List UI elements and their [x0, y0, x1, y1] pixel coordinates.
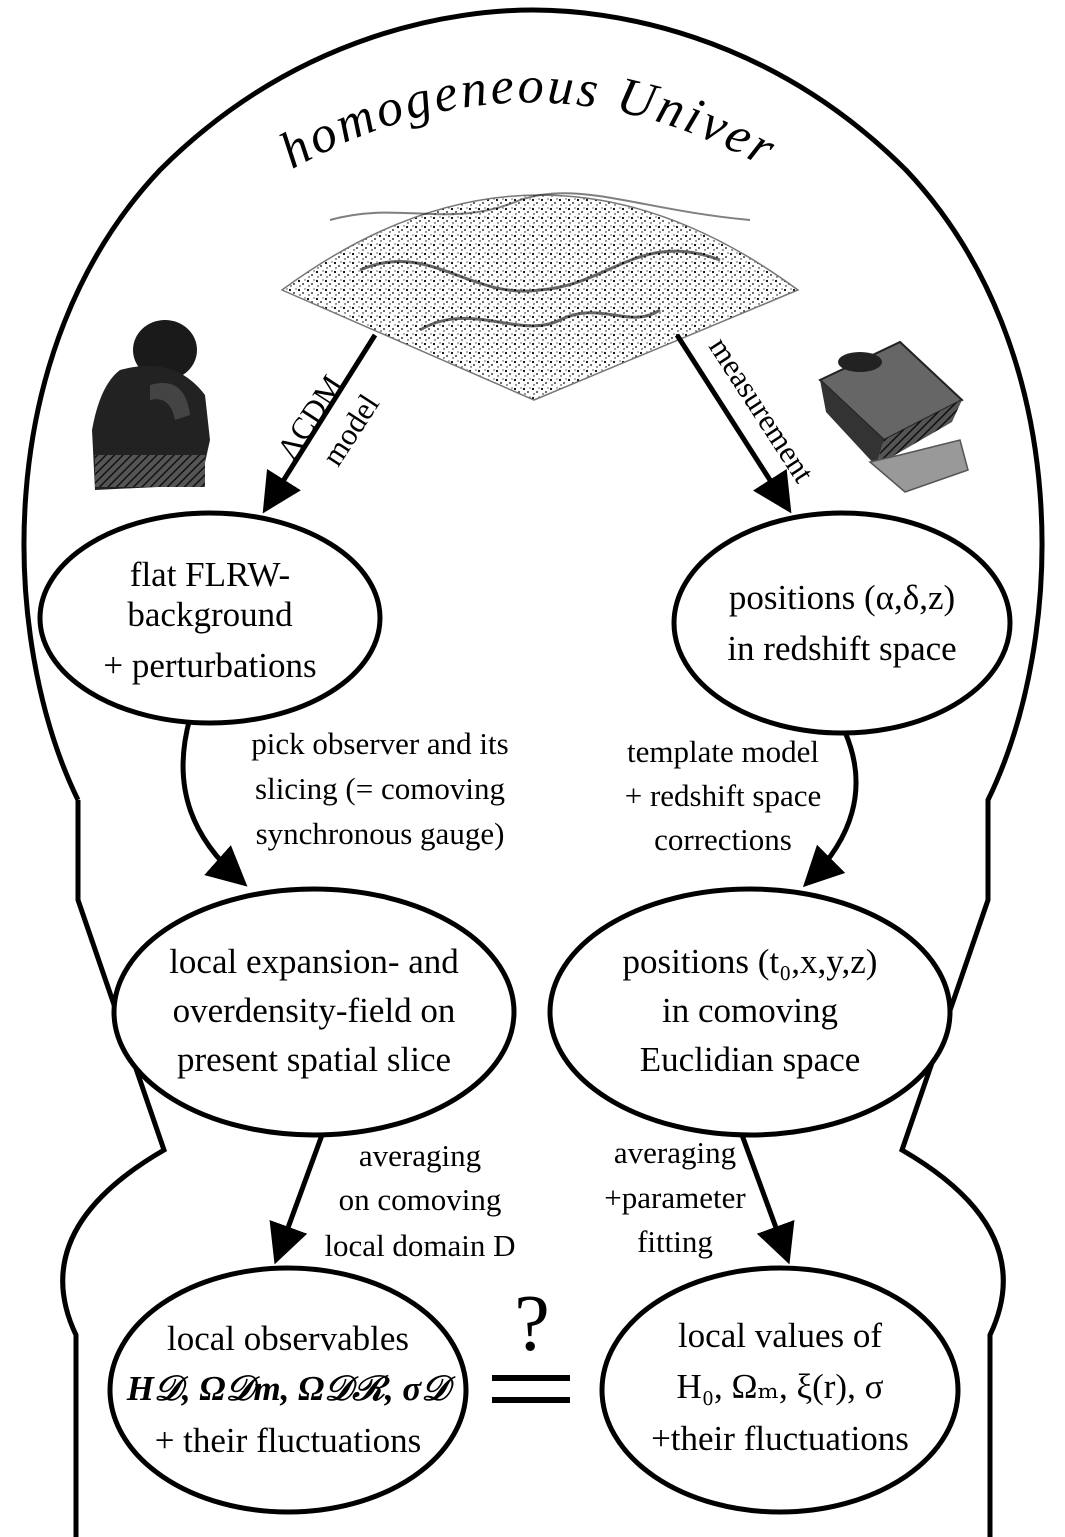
node-values-line1: local values of [678, 1316, 882, 1355]
node-flrw-line2: background [127, 595, 293, 634]
node-local-values: local values of H₀, Ωₘ, ξ(r), σ +their f… [599, 1265, 961, 1515]
node-local-field: local expansion- and overdensity-field o… [111, 886, 517, 1138]
template-model-line2: + redshift space [625, 778, 822, 813]
averaging-right-line2: +parameter [604, 1180, 746, 1215]
arrows [180, 333, 859, 1265]
arrow-measurement [674, 333, 792, 514]
node-observables-line2: H𝒟, Ω𝒟m, Ω𝒟ℛ, σ𝒟 [126, 1369, 457, 1408]
node-comoving-line1: positions (t₀,x,y,z) [623, 942, 878, 981]
node-flrw-line1: flat FLRW- [130, 555, 290, 594]
node-local-field-line1: local expansion- and [169, 942, 459, 981]
galaxy-survey-wedge-icon [280, 192, 800, 401]
node-local-observables: local observables H𝒟, Ω𝒟m, Ω𝒟ℛ, σ𝒟 + the… [107, 1265, 469, 1515]
edge-label-averaging-left: averaging on comoving local domain D [324, 1138, 515, 1263]
node-redshift-positions: positions (α,δ,z) in redshift space [671, 510, 1013, 736]
arrow-pick-observer [180, 717, 248, 887]
node-local-field-line2: overdensity-field on [173, 991, 456, 1030]
template-model-line1: template model [627, 734, 819, 769]
node-comoving-positions: positions (t₀,x,y,z) in comoving Euclidi… [547, 886, 953, 1138]
edge-label-template-model: template model + redshift space correcti… [625, 734, 822, 857]
averaging-left-line3: local domain D [324, 1228, 515, 1263]
arrow-averaging-right [739, 1134, 795, 1265]
node-comoving-line2: in comoving [662, 991, 838, 1030]
node-flrw-line3: + perturbations [103, 646, 316, 685]
arrow-averaging-left [269, 1134, 325, 1265]
averaging-right-line1: averaging [614, 1135, 736, 1170]
node-flrw: flat FLRW- background + perturbations [37, 510, 383, 726]
node-comoving-line3: Euclidian space [640, 1040, 861, 1079]
node-redshift-line1: positions (α,δ,z) [729, 578, 955, 617]
node-observables-line3: + their fluctuations [155, 1421, 422, 1460]
question-mark: ? [514, 1280, 550, 1368]
averaging-left-line1: averaging [359, 1138, 481, 1173]
arrow-template-model [802, 731, 859, 888]
telescope-icon [818, 340, 969, 493]
edge-label-pick-observer: pick observer and its slicing (= comovin… [251, 726, 508, 851]
node-values-line2: H₀, Ωₘ, ξ(r), σ [677, 1367, 884, 1406]
edge-label-averaging-right: averaging +parameter fitting [604, 1135, 746, 1259]
node-redshift-line2: in redshift space [727, 629, 956, 668]
pick-observer-line3: synchronous gauge) [256, 816, 505, 851]
template-model-line3: corrections [654, 822, 792, 857]
thinker-statue-icon [92, 320, 210, 490]
node-values-line3: +their fluctuations [651, 1419, 909, 1458]
comparison-symbol: ? [492, 1280, 570, 1403]
pick-observer-line1: pick observer and its [251, 726, 508, 761]
pick-observer-line2: slicing (= comoving [255, 771, 505, 806]
node-observables-line1: local observables [167, 1319, 409, 1358]
node-local-field-line3: present spatial slice [177, 1040, 451, 1079]
averaging-right-line3: fitting [637, 1224, 713, 1259]
averaging-left-line2: on comoving [339, 1182, 502, 1217]
head-outline [21, 7, 1045, 1537]
arrow-lcdm-model [262, 333, 378, 514]
